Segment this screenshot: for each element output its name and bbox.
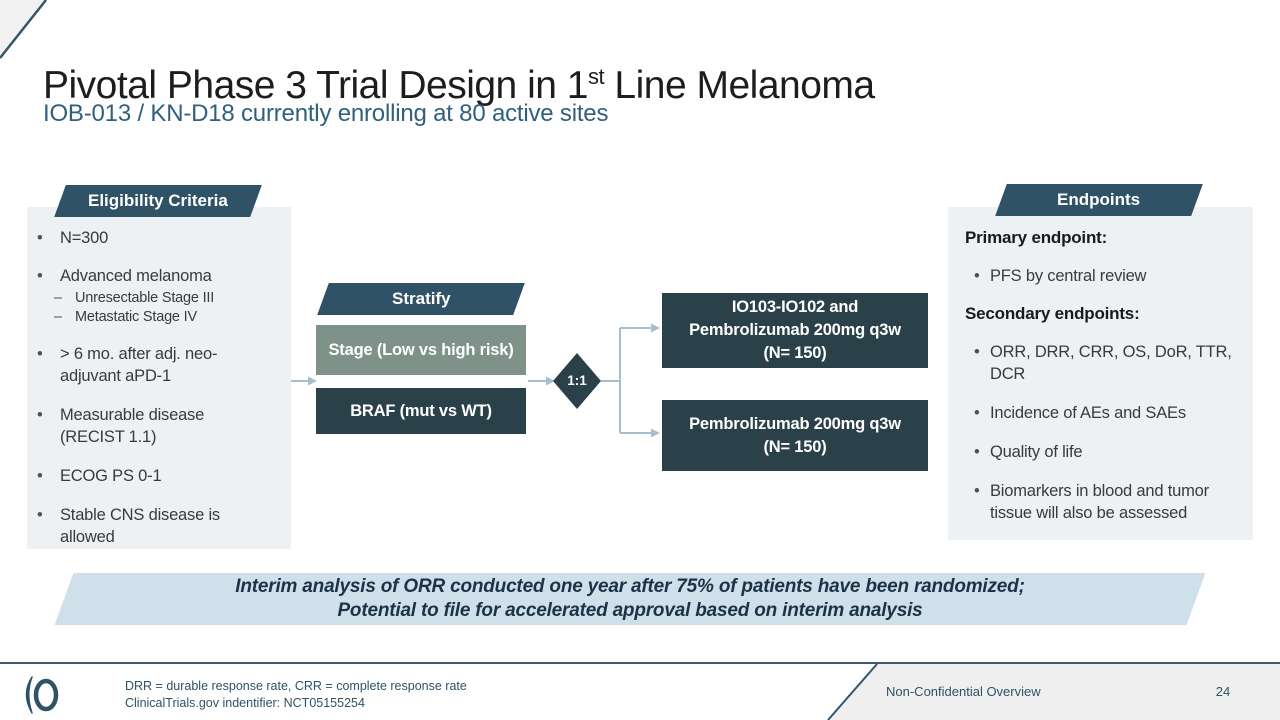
footer-registry-identifier: ClinicalTrials.gov indentifier: NCT05155… [125, 696, 365, 710]
page-title: Pivotal Phase 3 Trial Design in 1st Line… [43, 64, 875, 108]
interim-banner-line1: Interim analysis of ORR conducted one ye… [235, 576, 1025, 597]
page-number: 24 [1215, 684, 1231, 699]
footer-note: DRR = durable response rate, CRR = compl… [125, 678, 467, 712]
title-text-suffix: Line Melanoma [604, 64, 875, 108]
stratify-header-banner: Stratify [317, 283, 525, 315]
list-item: Quality of life [948, 441, 1240, 463]
treatment-arm-1-box: IO103-IO102 and Pembrolizumab 200mg q3w … [662, 293, 928, 368]
list-item: ECOG PS 0-1 [27, 465, 260, 487]
endpoints-header-banner: Endpoints [995, 184, 1203, 216]
list-item: PFS by central review [948, 265, 1240, 287]
list-item: N=300 [27, 227, 260, 249]
footer-abbreviations: DRR = durable response rate, CRR = compl… [125, 679, 467, 693]
footer-right-decoration [827, 664, 1280, 720]
stratify-factor-stage-label: Stage (Low vs high risk) [328, 340, 514, 359]
list-item: > 6 mo. after adj. neo-adjuvant aPD-1 [27, 343, 260, 387]
stratify-factor-stage-box: Stage (Low vs high risk) [316, 325, 526, 375]
list-subitem: Unresectable Stage III [27, 289, 265, 308]
stratify-factor-braf-label: BRAF (mut vs WT) [350, 401, 492, 420]
list-item: Advanced melanoma [27, 265, 260, 287]
eligibility-header-banner: Eligibility Criteria [54, 185, 262, 217]
footer-divider [0, 662, 1280, 664]
arm2-line1: Pembrolizumab 200mg q3w [689, 414, 901, 433]
arm1-line1: IO103-IO102 and [731, 298, 859, 316]
endpoints-header-label: Endpoints [1057, 190, 1141, 209]
io-biotech-logo [25, 676, 59, 714]
list-subitem: Metastatic Stage IV [27, 308, 265, 327]
arm1-line2: Pembrolizumab 200mg q3w [689, 321, 901, 339]
interim-analysis-banner: Interim analysis of ORR conducted one ye… [54, 573, 1206, 625]
eligibility-panel: N=300 Advanced melanoma Unresectable Sta… [27, 207, 291, 549]
footer-classification: Non-Confidential Overview [886, 684, 1041, 699]
treatment-arm-2-box: Pembrolizumab 200mg q3w (N= 150) [662, 400, 928, 471]
list-item: Incidence of AEs and SAEs [948, 402, 1240, 424]
arm2-n-label: (N= 150) [763, 437, 827, 456]
eligibility-header-label: Eligibility Criteria [88, 191, 228, 210]
stratify-factor-braf-box: BRAF (mut vs WT) [316, 388, 526, 434]
list-item: Stable CNS disease is allowed [27, 504, 260, 548]
arm1-n-label: (N= 150) [763, 344, 827, 362]
arrowhead-icon [651, 428, 660, 438]
stratify-header-label: Stratify [391, 289, 451, 308]
list-item: ORR, DRR, CRR, OS, DoR, TTR, DCR [948, 341, 1240, 385]
endpoints-panel: Primary endpoint: PFS by central review … [948, 207, 1253, 540]
arrowhead-icon [651, 323, 660, 333]
randomization-ratio-label: 1:1 [567, 373, 587, 388]
subtitle: IOB-013 / KN-D18 currently enrolling at … [43, 100, 609, 127]
title-superscript: st [587, 64, 605, 90]
list-item: Measurable disease (RECIST 1.1) [27, 404, 260, 448]
title-text: Pivotal Phase 3 Trial Design in 1 [43, 64, 588, 108]
interim-banner-line2: Potential to file for accelerated approv… [337, 600, 923, 621]
secondary-endpoints-label: Secondary endpoints: [965, 304, 1140, 323]
corner-triangle-decoration [0, 0, 47, 59]
list-item: Biomarkers in blood and tumor tissue wil… [948, 480, 1240, 524]
primary-endpoint-label: Primary endpoint: [965, 228, 1108, 247]
arrowhead-icon [308, 376, 317, 386]
